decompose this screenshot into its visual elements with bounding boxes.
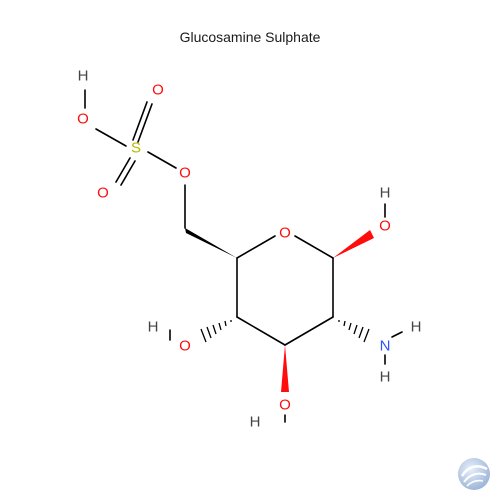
c3-hydroxyl-hydrogen-label: H — [250, 414, 261, 431]
c4-hydroxyl-oxygen-label: O — [179, 338, 191, 355]
sulfate-hydroxyl-oxygen-label: O — [77, 111, 89, 128]
sulfate-hydroxyl-hydrogen-label: H — [78, 68, 89, 85]
atom-labels: O O H N H H O H O H O S O O O H — [77, 68, 421, 431]
hash-c2-n — [338, 320, 370, 343]
bond-oester-s — [147, 151, 177, 169]
bond-s-oh — [95, 128, 127, 147]
ring-oxygen-label: O — [279, 225, 291, 242]
bond-s-o2a — [115, 157, 131, 183]
bond-oring-c1 — [294, 235, 334, 259]
sulfur-label: S — [131, 140, 141, 157]
sulfonyl-oxygen-2-label: O — [97, 185, 109, 202]
c1-hydroxyl-hydrogen-label: H — [380, 185, 391, 202]
wedge-bonds — [185, 228, 374, 392]
wedge-c5-c6 — [185, 228, 237, 258]
bond-s-o1a — [137, 103, 153, 143]
molecule-title: Glucosamine Sulphate — [179, 29, 321, 45]
bond-c2-c3 — [284, 316, 334, 346]
amine-nitrogen-label: N — [380, 338, 391, 355]
bond-c5-oring — [236, 235, 276, 259]
sulfonyl-oxygen-1-label: O — [152, 82, 164, 99]
c3-hydroxyl-oxygen-label: O — [279, 397, 291, 414]
wedge-c3-o3 — [281, 345, 289, 392]
wedge-c1-o1 — [333, 230, 374, 258]
bond-s-o2b — [120, 160, 136, 186]
amine-hydrogen-1-label: H — [411, 319, 422, 336]
bond-c3-c4 — [236, 316, 286, 346]
hash-c4-o4 — [200, 320, 232, 343]
ester-oxygen-label: O — [179, 165, 191, 182]
amine-hydrogen-2-label: H — [380, 369, 391, 386]
c4-hydroxyl-hydrogen-label: H — [148, 319, 159, 336]
bond-n-h1 — [391, 331, 403, 338]
pubchem-logo-icon — [458, 458, 490, 490]
c1-hydroxyl-oxygen-label: O — [379, 218, 391, 235]
bond-s-o1b — [132, 101, 148, 141]
hashed-bonds — [200, 320, 370, 343]
bonds — [84, 89, 403, 423]
